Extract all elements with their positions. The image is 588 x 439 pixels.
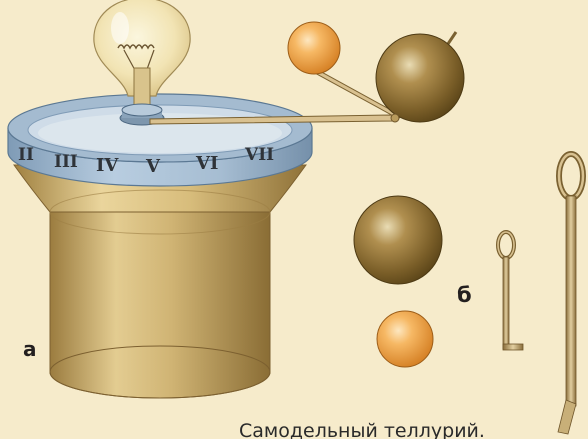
numeral-4: IV xyxy=(96,155,119,176)
small-pin xyxy=(498,232,523,350)
cylinder-body xyxy=(50,212,270,398)
tellurium-base xyxy=(14,165,306,398)
earth-ball-part xyxy=(354,196,442,284)
earth-ball-on-arm xyxy=(376,34,464,122)
moon-ball-on-arm xyxy=(288,22,340,74)
label-a: а xyxy=(23,337,37,361)
numeral-7: VII xyxy=(244,145,274,165)
numeral-2: II xyxy=(18,145,34,165)
numeral-6: VI xyxy=(195,153,218,174)
large-pin xyxy=(558,154,583,434)
numeral-5: V xyxy=(145,156,161,177)
figure-caption: Самодельный теллурий. xyxy=(239,420,485,439)
label-b: б xyxy=(457,283,472,307)
moon-ball-part xyxy=(377,311,433,367)
numeral-3: III xyxy=(54,152,78,172)
